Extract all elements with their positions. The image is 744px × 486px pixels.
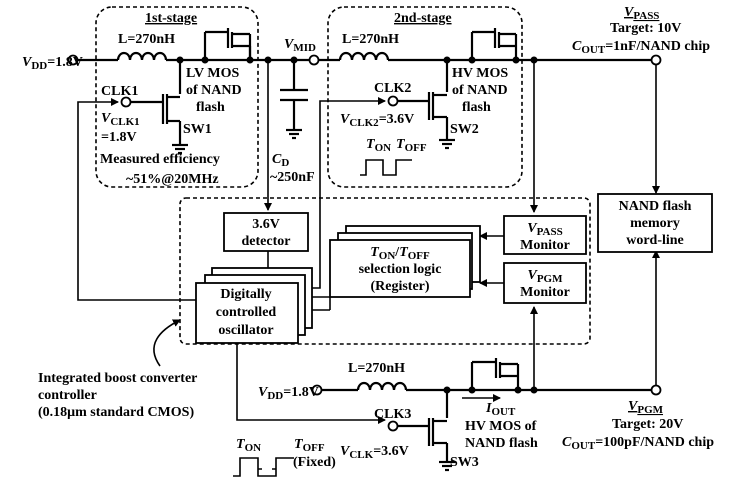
- vpgm-monitor-l1: VPGM: [527, 268, 563, 285]
- clk1-label: CLK1: [101, 84, 138, 99]
- stage3-inductor-label: L=270nH: [348, 361, 405, 376]
- cd-value: ~250nF: [270, 170, 315, 185]
- cd-capacitor: [280, 60, 308, 140]
- stage2-inductor-label: L=270nH: [342, 32, 399, 47]
- sw3-label: SW3: [450, 455, 479, 470]
- stage2-title: 2nd-stage: [394, 11, 452, 26]
- controller-frame: [179, 197, 591, 345]
- detector-l1: 3.6V: [252, 217, 280, 232]
- efficiency-l2: ~51%@20MHz: [126, 172, 219, 187]
- stage2-pulse-waveform: [360, 159, 412, 176]
- vpass-target: Target: 10V: [610, 21, 681, 36]
- vmid-label: VMID: [284, 37, 316, 54]
- top-power-line: [78, 51, 652, 62]
- stage3-top-transistor: [470, 358, 520, 390]
- controller-label-l1: Integrated boost converter: [38, 371, 197, 386]
- dco-block: [195, 282, 299, 344]
- vpgm-monitor-l2: Monitor: [520, 285, 570, 300]
- stage3-ton-label: TON: [236, 437, 261, 454]
- stage3-switch-sw3: [398, 390, 455, 472]
- vpass-monitor-l1: VPASS: [527, 221, 562, 238]
- clk1-terminal: [120, 96, 132, 108]
- stage1-mos-l2: of NAND: [186, 83, 242, 98]
- stage3-pulse-waveform: [233, 457, 294, 477]
- vpass-terminal: [650, 54, 662, 66]
- vclk2-label: VCLK2=3.6V: [340, 112, 414, 129]
- stage2-frame: [327, 6, 523, 188]
- detector-l2: detector: [242, 234, 291, 249]
- vpgm-cout: COUT=100pF/NAND chip: [562, 435, 714, 452]
- vdd3-terminal: [311, 384, 323, 396]
- stage3-mos-l2: NAND flash: [465, 436, 538, 451]
- stage2-top-transistor: [470, 28, 518, 60]
- clk3-terminal: [387, 420, 399, 432]
- stage2-mos-l2: of NAND: [452, 83, 508, 98]
- sw1-label: SW1: [183, 122, 212, 137]
- detector-block: [223, 212, 309, 252]
- stage2-switch-sw2: [398, 60, 455, 150]
- clk3-label: CLK3: [374, 407, 411, 422]
- vpass-monitor-block: [503, 215, 587, 255]
- vdd3-label: VDD=1.8V: [258, 385, 319, 402]
- vpass-cout: COUT=1nF/NAND chip: [572, 39, 710, 56]
- nand-l3: word-line: [626, 233, 684, 248]
- controller-label-l3: (0.18μm standard CMOS): [38, 405, 194, 420]
- dco-l3: oscillator: [218, 323, 273, 338]
- stage1-inductor-label: L=270nH: [118, 32, 175, 47]
- stage1-mos-l1: LV MOS: [186, 66, 240, 81]
- vclk3-label: VCLK=3.6V: [340, 444, 409, 461]
- selection-logic-l2: selection logic: [359, 262, 442, 277]
- vclk1-value: =1.8V: [101, 130, 137, 145]
- stage1-title: 1st-stage: [145, 11, 197, 26]
- stage3-mos-l1: HV MOS of: [465, 419, 537, 434]
- stage1-top-transistor: [203, 28, 252, 60]
- selection-logic-block: [329, 239, 471, 298]
- vmid-terminal: [308, 54, 320, 66]
- sw2-label: SW2: [450, 122, 479, 137]
- stage1-frame: [95, 6, 259, 188]
- nand-block: [597, 193, 713, 253]
- dco-l1: Digitally: [220, 287, 271, 302]
- stage3-fixed-label: (Fixed): [293, 455, 336, 470]
- vdd1-label: VDD=1.8V: [22, 55, 83, 72]
- bottom-power-line: [322, 381, 652, 392]
- stage1-mos-l3: flash: [196, 100, 225, 115]
- vdd1-terminal: [67, 54, 79, 66]
- nand-l2: memory: [630, 216, 680, 231]
- stage3-toff-label: TOFF: [294, 437, 325, 454]
- stage2-mos-l3: flash: [462, 100, 491, 115]
- vpass-label: VPASS: [624, 5, 659, 22]
- dco-l2: controlled: [216, 305, 277, 320]
- stage2-ton-label: TON: [366, 137, 391, 154]
- efficiency-l1: Measured efficiency: [100, 152, 220, 167]
- iout-label: IOUT: [485, 401, 516, 418]
- stage2-toff-label: TOFF: [396, 137, 427, 154]
- nand-l1: NAND flash: [619, 199, 692, 214]
- vpass-monitor-l2: Monitor: [520, 238, 570, 253]
- cd-label: CD: [272, 152, 289, 169]
- vpgm-monitor-block: [503, 262, 587, 304]
- clk2-label: CLK2: [374, 81, 411, 96]
- stage1-switch-sw1: [131, 60, 188, 155]
- vpgm-label: VPGM: [628, 399, 664, 416]
- vpgm-terminal: [650, 384, 662, 396]
- controller-label-l2: controller: [38, 388, 97, 403]
- clk2-terminal: [387, 95, 399, 107]
- selection-logic-l3: (Register): [370, 279, 429, 294]
- stage2-mos-l1: HV MOS: [452, 66, 508, 81]
- vpgm-target: Target: 20V: [612, 417, 683, 432]
- selection-logic-l1: TON/TOFF: [370, 245, 430, 262]
- controller-pointer-arrow: [153, 319, 181, 367]
- vclk1-label: VCLK1: [101, 111, 140, 128]
